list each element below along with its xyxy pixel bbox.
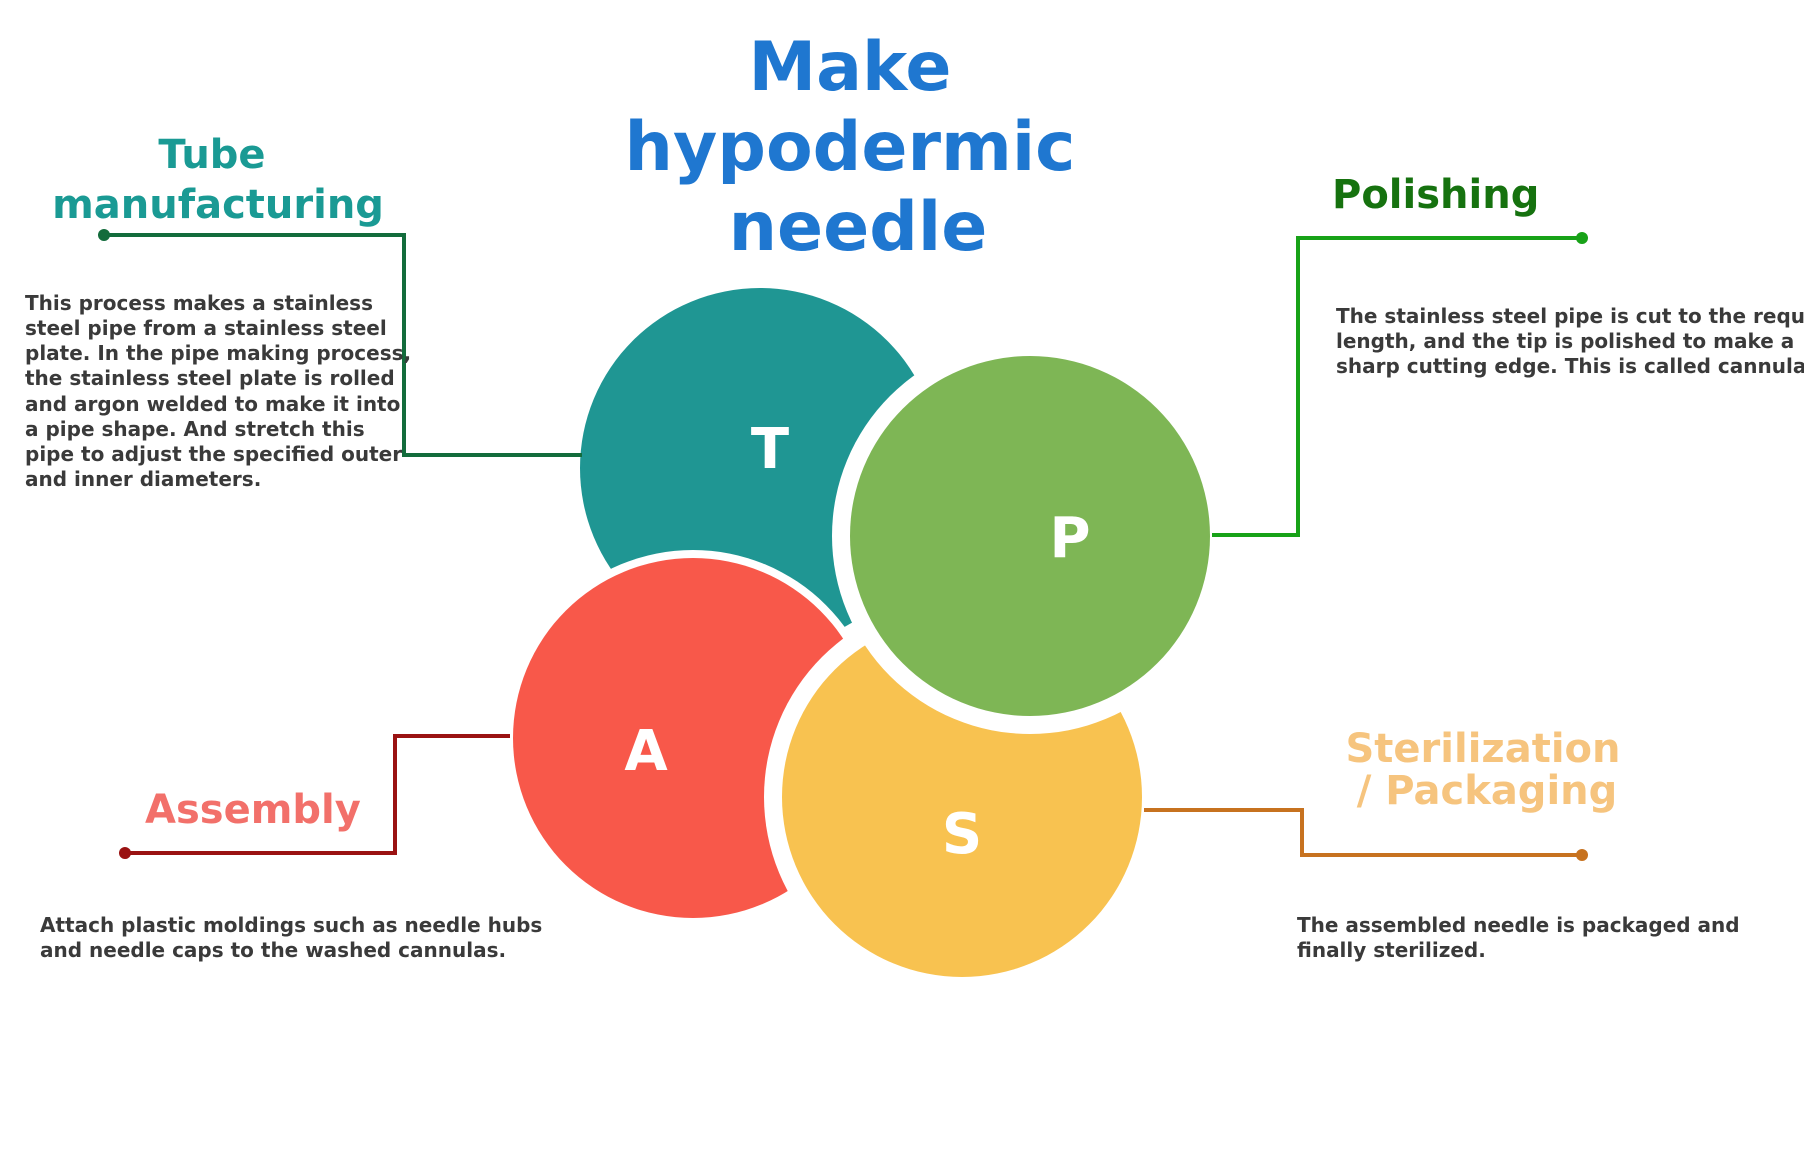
sterilization-connector-dot xyxy=(1576,849,1588,861)
tube-desc-line: plate. In the pipe making process, xyxy=(25,341,411,365)
title-line-1: Make xyxy=(748,28,951,107)
step-tube: Tube manufacturing This process makes a … xyxy=(25,132,582,491)
polishing-desc-line: sharp cutting edge. This is called cannu… xyxy=(1336,354,1804,378)
assembly-connector-line xyxy=(125,734,510,855)
assembly-description: Attach plastic moldings such as needle h… xyxy=(40,913,542,962)
polishing-heading: Polishing xyxy=(1332,172,1539,218)
assembly-heading: Assembly xyxy=(145,787,361,833)
letter-a: A xyxy=(624,719,668,784)
polishing-desc-line: The stainless steel pipe is cut to the r… xyxy=(1336,304,1804,328)
circle-polishing xyxy=(850,356,1210,716)
tube-desc-line: a pipe shape. And stretch this xyxy=(25,417,365,441)
assembly-desc-line: Attach plastic moldings such as needle h… xyxy=(40,913,542,937)
tube-heading-line-2: manufacturing xyxy=(52,182,384,228)
diagram-title: Make hypodermic needle xyxy=(625,28,1076,267)
tube-desc-line: This process makes a stainless xyxy=(25,291,373,315)
letter-t: T xyxy=(751,417,789,482)
step-assembly: Assembly Attach plastic moldings such as… xyxy=(40,734,542,962)
polishing-desc-line: length, and the tip is polished to make … xyxy=(1336,329,1794,353)
petal-group: T P A S xyxy=(505,288,1228,995)
tube-desc-line: and argon welded to make it into xyxy=(25,392,400,416)
sterilization-description: The assembled needle is packaged and fin… xyxy=(1297,913,1740,962)
tube-desc-line: the stainless steel plate is rolled xyxy=(25,366,395,390)
sterilization-desc-line: finally sterilized. xyxy=(1297,938,1486,962)
polishing-description: The stainless steel pipe is cut to the r… xyxy=(1336,304,1804,378)
step-polishing: Polishing The stainless steel pipe is cu… xyxy=(1212,172,1804,537)
tube-description: This process makes a stainless steel pip… xyxy=(25,291,411,491)
assembly-desc-line: and needle caps to the washed cannulas. xyxy=(40,938,506,962)
assembly-connector-dot xyxy=(119,847,131,859)
tube-heading-line-1: Tube xyxy=(158,132,265,178)
polishing-connector-line xyxy=(1212,236,1582,537)
letter-p: P xyxy=(1049,506,1090,571)
tube-desc-line: pipe to adjust the specified outer xyxy=(25,442,402,466)
tube-connector-line xyxy=(104,233,582,457)
title-line-3: needle xyxy=(729,188,988,267)
title-line-2: hypodermic xyxy=(625,108,1076,187)
tube-desc-line: and inner diameters. xyxy=(25,467,261,491)
step-sterilization: Sterilization / Packaging The assembled … xyxy=(1144,726,1740,962)
polishing-connector-dot xyxy=(1576,232,1588,244)
letter-s: S xyxy=(942,802,982,867)
sterilization-connector-line xyxy=(1144,808,1582,857)
sterilization-heading-line-2: / Packaging xyxy=(1357,768,1618,814)
tube-connector-dot xyxy=(98,229,110,241)
tube-desc-line: steel pipe from a stainless steel xyxy=(25,316,387,340)
sterilization-desc-line: The assembled needle is packaged and xyxy=(1297,913,1740,937)
sterilization-heading-line-1: Sterilization xyxy=(1346,726,1621,772)
